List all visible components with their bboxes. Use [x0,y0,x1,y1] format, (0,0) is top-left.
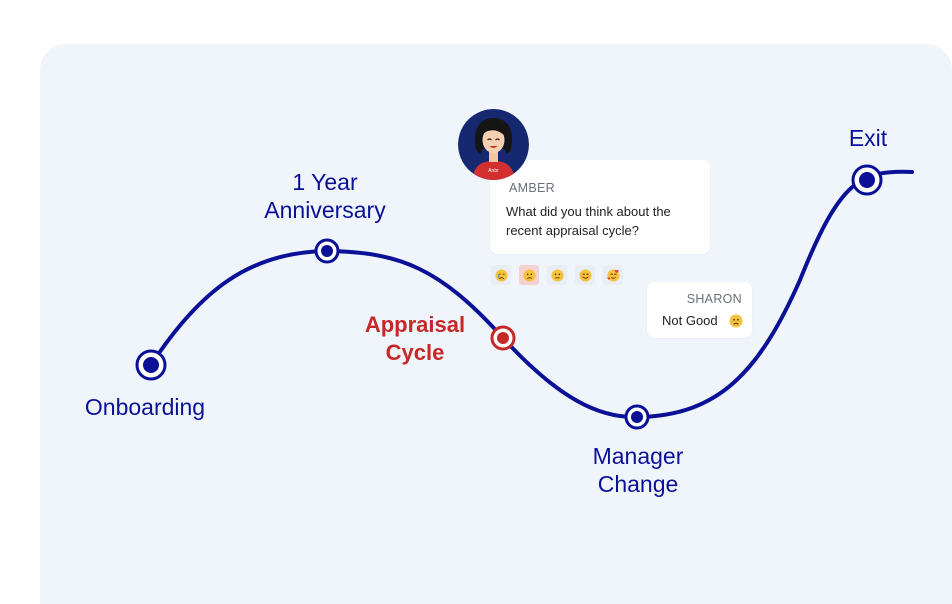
question-text: What did you think about the recent appr… [506,204,671,238]
node-manager-change[interactable] [624,404,650,430]
reaction-neutral-button[interactable] [547,265,567,285]
chat-bubble-reply: SHARON Not Good [647,282,752,338]
svg-text:Anbr: Anbr [488,168,499,174]
chat-bubble-question: AMBER What did you think about the recen… [490,160,710,254]
sender-name-sharon: SHARON [686,292,742,306]
reaction-love-button[interactable] [603,265,623,285]
node-appraisal[interactable] [490,325,516,351]
reaction-smiling-button[interactable] [575,265,595,285]
reaction-sad-crying-button[interactable] [491,265,511,285]
love-emoji-icon [606,268,620,282]
reply-text: Not Good [662,313,718,328]
stage-label-exit: Exit [848,125,888,151]
journey-path [149,169,914,420]
amber-avatar: Anbr [458,109,529,180]
stage-label-manager-change: Manager Change [592,443,684,497]
reaction-options [491,265,623,285]
node-exit[interactable] [851,164,883,196]
stage-label-appraisal: Appraisal Cycle [364,312,466,365]
reaction-slightly-frowning-button[interactable] [519,265,539,285]
sad-crying-emoji-icon [494,268,508,282]
journey-map [135,164,914,430]
slightly-frowning-emoji-icon [522,268,536,282]
stage-label-onboarding: Onboarding [84,394,206,420]
node-anniversary[interactable] [314,238,340,264]
stage-label-anniversary: 1 Year Anniversary [264,169,386,223]
node-onboarding[interactable] [135,349,167,381]
sender-name-amber: AMBER [509,181,555,195]
smiling-emoji-icon [578,268,592,282]
neutral-emoji-icon [550,268,564,282]
slightly-frowning-emoji-icon [729,314,743,328]
